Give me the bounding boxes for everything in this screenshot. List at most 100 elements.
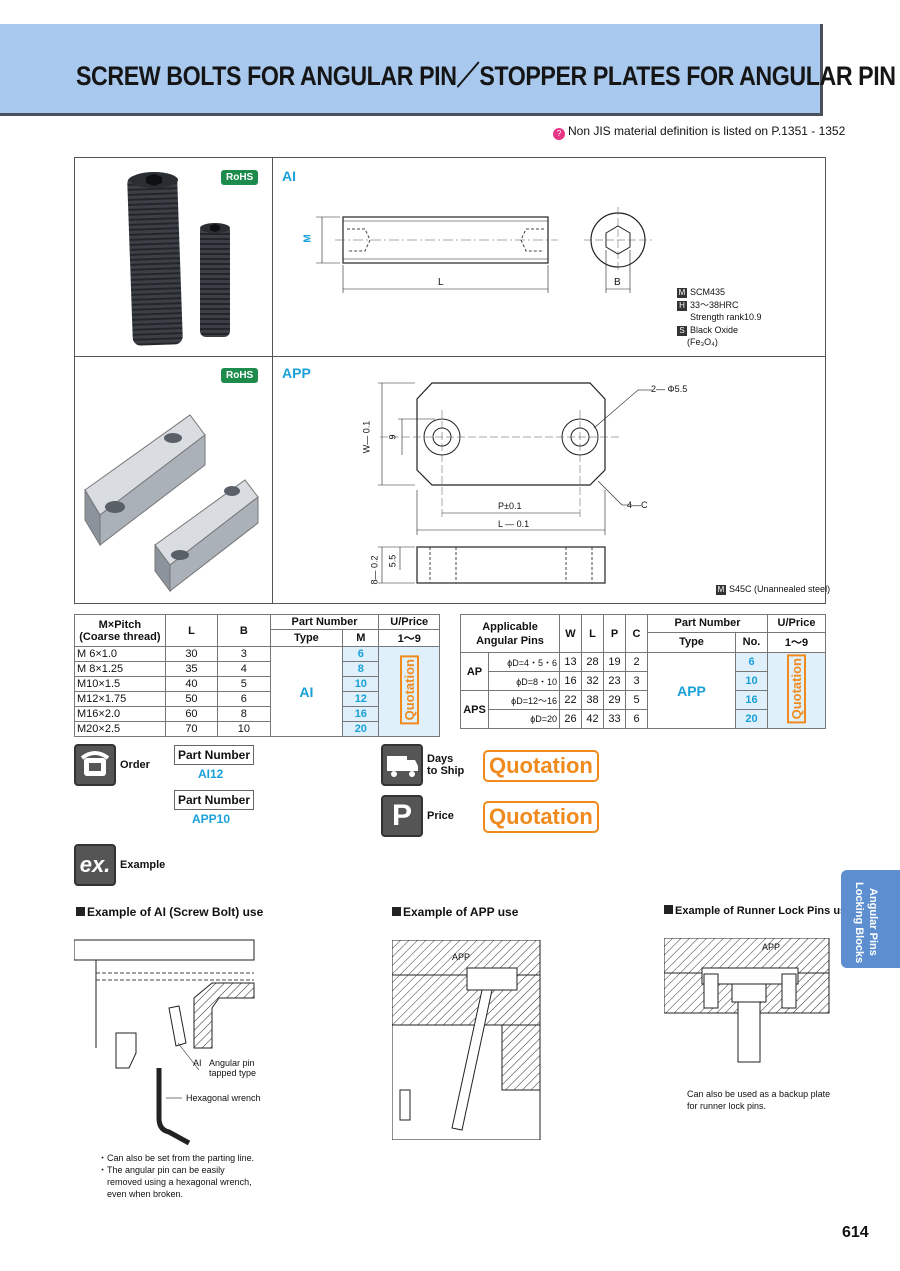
- product-box: [74, 157, 826, 604]
- info-icon: ?: [553, 128, 565, 140]
- ai-spec-table: M×Pitch (Coarse thread) L B Part Number …: [74, 614, 440, 737]
- side-tab-line2: Locking Blocks: [853, 882, 865, 964]
- col-qty: 1～9: [378, 629, 440, 647]
- ex-label-pin: Angular pin tapped type: [209, 1058, 257, 1078]
- col-w: W: [559, 614, 582, 653]
- col-m: M: [342, 629, 380, 647]
- side-tab[interactable]: Angular Pins Locking Blocks: [841, 870, 900, 968]
- col-c: C: [625, 614, 648, 653]
- note-item: ・Can also be set from the parting line.: [98, 1153, 255, 1163]
- dim-5-5: 5.5: [387, 554, 398, 568]
- col-type: Type: [269, 629, 344, 647]
- side-tab-line1: Angular Pins: [867, 888, 879, 956]
- col-uprice: U/Price: [378, 614, 440, 630]
- ai-label: AI: [282, 168, 296, 184]
- col-l: L: [164, 614, 219, 647]
- days-quotation: Quotation: [483, 750, 599, 782]
- title-band: SCREW BOLTS FOR ANGULAR PIN／STOPPER PLAT…: [0, 24, 896, 116]
- ai-drawing: [316, 207, 652, 293]
- phone-icon: [74, 744, 116, 786]
- quotation-badge: Quotation: [399, 655, 419, 725]
- dim-l-app: L — 0.1: [498, 519, 530, 529]
- ex-runner-label: APP: [762, 942, 781, 952]
- price-quotation: Quotation: [483, 801, 599, 833]
- dim-chamfer: 4—C: [627, 500, 648, 510]
- dim-8: 8— 0.2: [369, 555, 380, 585]
- type-app: APP: [647, 652, 736, 729]
- table-row: AP ϕD=4・5・6 13 28 19 2 APP 6 Quotation: [460, 652, 826, 729]
- example-runner-drawing: [664, 938, 830, 1063]
- col-part-number: Part Number: [269, 614, 380, 630]
- price-icon: P: [381, 795, 423, 837]
- example-ai-title: Example of AI (Screw Bolt) use: [76, 905, 263, 919]
- dim-w: W— 0.1: [361, 420, 372, 454]
- order-label: Order: [120, 759, 150, 771]
- table-row: M 6×1.0 30 3 AI 6 Quotation: [74, 646, 440, 737]
- pn-value-2: APP10: [192, 812, 231, 826]
- col-part-number: Part Number: [647, 614, 768, 633]
- example-label: Example: [120, 859, 166, 871]
- app-drawing: [378, 382, 652, 584]
- dim-hole: 2— Φ5.5: [651, 384, 688, 394]
- days-label: Days to Ship: [427, 753, 465, 777]
- ex-label-wrench: Hexagonal wrench: [186, 1093, 261, 1103]
- quotation-cell: Quotation: [767, 652, 826, 729]
- strength-line: Strength rank10.9: [690, 312, 762, 322]
- col-b: B: [217, 614, 271, 647]
- app-spec-table: Applicable Angular Pins W L P C Part Num…: [460, 614, 826, 729]
- col-l: L: [581, 614, 604, 653]
- material-note: ?Non JIS material definition is listed o…: [553, 124, 845, 140]
- quotation-cell: Quotation: [378, 646, 440, 737]
- example-app-title: Example of APP use: [392, 905, 518, 919]
- price-label: Price: [427, 810, 454, 822]
- col-p: P: [603, 614, 626, 653]
- dim-l: L: [438, 277, 444, 288]
- col-no: No.: [735, 631, 768, 654]
- example-ai-drawing: [74, 939, 255, 1146]
- runner-note: Can also be used as a backup plate for r…: [687, 1089, 831, 1111]
- col-applicable: Applicable Angular Pins: [460, 614, 560, 653]
- col-pitch: M×Pitch (Coarse thread): [74, 614, 166, 647]
- quotation-badge: Quotation: [787, 654, 806, 724]
- example-runner-title: Example of Runner Lock Pins use: [664, 905, 852, 917]
- col-type: Type: [647, 631, 736, 654]
- surface-formula: (Fe₃O₄): [687, 337, 718, 347]
- pn-label-1: Part Number: [174, 745, 255, 765]
- note-item: ・The angular pin can be easily removed u…: [98, 1165, 252, 1199]
- ex-app-label: APP: [452, 952, 471, 962]
- ai-notes: ・Can also be set from the parting line. …: [98, 1152, 258, 1200]
- example-app-drawing: [392, 940, 541, 1140]
- rohs-badge-app: RoHS: [221, 368, 259, 383]
- dim-9: 9: [387, 434, 398, 440]
- divider: [74, 356, 826, 357]
- pn-label-2: Part Number: [174, 790, 255, 810]
- col-uprice: U/Price: [767, 614, 826, 633]
- page-number: 614: [842, 1224, 869, 1241]
- example-icon: ex.: [74, 844, 116, 886]
- dim-b: B: [614, 277, 621, 288]
- app-photo: [84, 414, 259, 593]
- group-aps: APS: [460, 690, 489, 729]
- ex-label-ai: AI: [193, 1058, 202, 1068]
- divider: [272, 157, 273, 604]
- ai-photo: [127, 172, 230, 346]
- note-text: Non JIS material definition is listed on…: [568, 124, 846, 138]
- app-label: APP: [282, 365, 311, 381]
- pn-value-1: AI12: [198, 767, 224, 781]
- group-ap: AP: [460, 652, 489, 691]
- page-title: SCREW BOLTS FOR ANGULAR PIN／STOPPER PLAT…: [76, 61, 896, 91]
- truck-icon: [381, 744, 423, 786]
- dim-p: P±0.1: [498, 501, 522, 511]
- col-qty: 1～9: [767, 631, 826, 654]
- rohs-badge-ai: RoHS: [221, 170, 259, 185]
- dim-m: M: [302, 234, 314, 243]
